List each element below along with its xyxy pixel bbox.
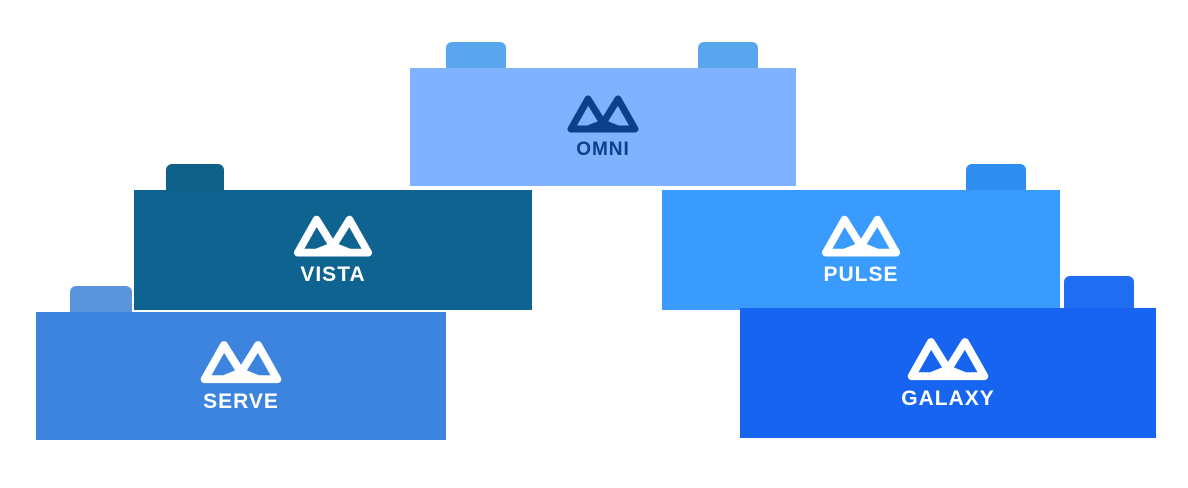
infinity-m-logo-icon [293,215,373,257]
stud [698,42,758,70]
brick-label-galaxy: GALAXY [901,387,995,410]
stud [966,164,1026,190]
brick-face: PULSE [662,190,1060,310]
stud [446,42,506,70]
stud [166,164,224,190]
brick-face: VISTA [134,190,532,310]
infinity-m-logo-icon [821,215,901,257]
brick-label-vista: VISTA [300,263,366,286]
brick-face: OMNI [410,68,796,186]
brick-label-pulse: PULSE [823,263,899,286]
infinity-m-logo-icon [200,341,282,384]
infinity-m-logo-icon [567,95,639,133]
infinity-m-logo-icon [907,338,989,381]
stud [70,286,132,314]
stud [1064,276,1134,310]
brick-label-omni: OMNI [576,139,630,160]
brick-label-serve: SERVE [203,390,279,413]
brick-face: SERVE [36,312,446,440]
brick-face: GALAXY [740,308,1156,438]
